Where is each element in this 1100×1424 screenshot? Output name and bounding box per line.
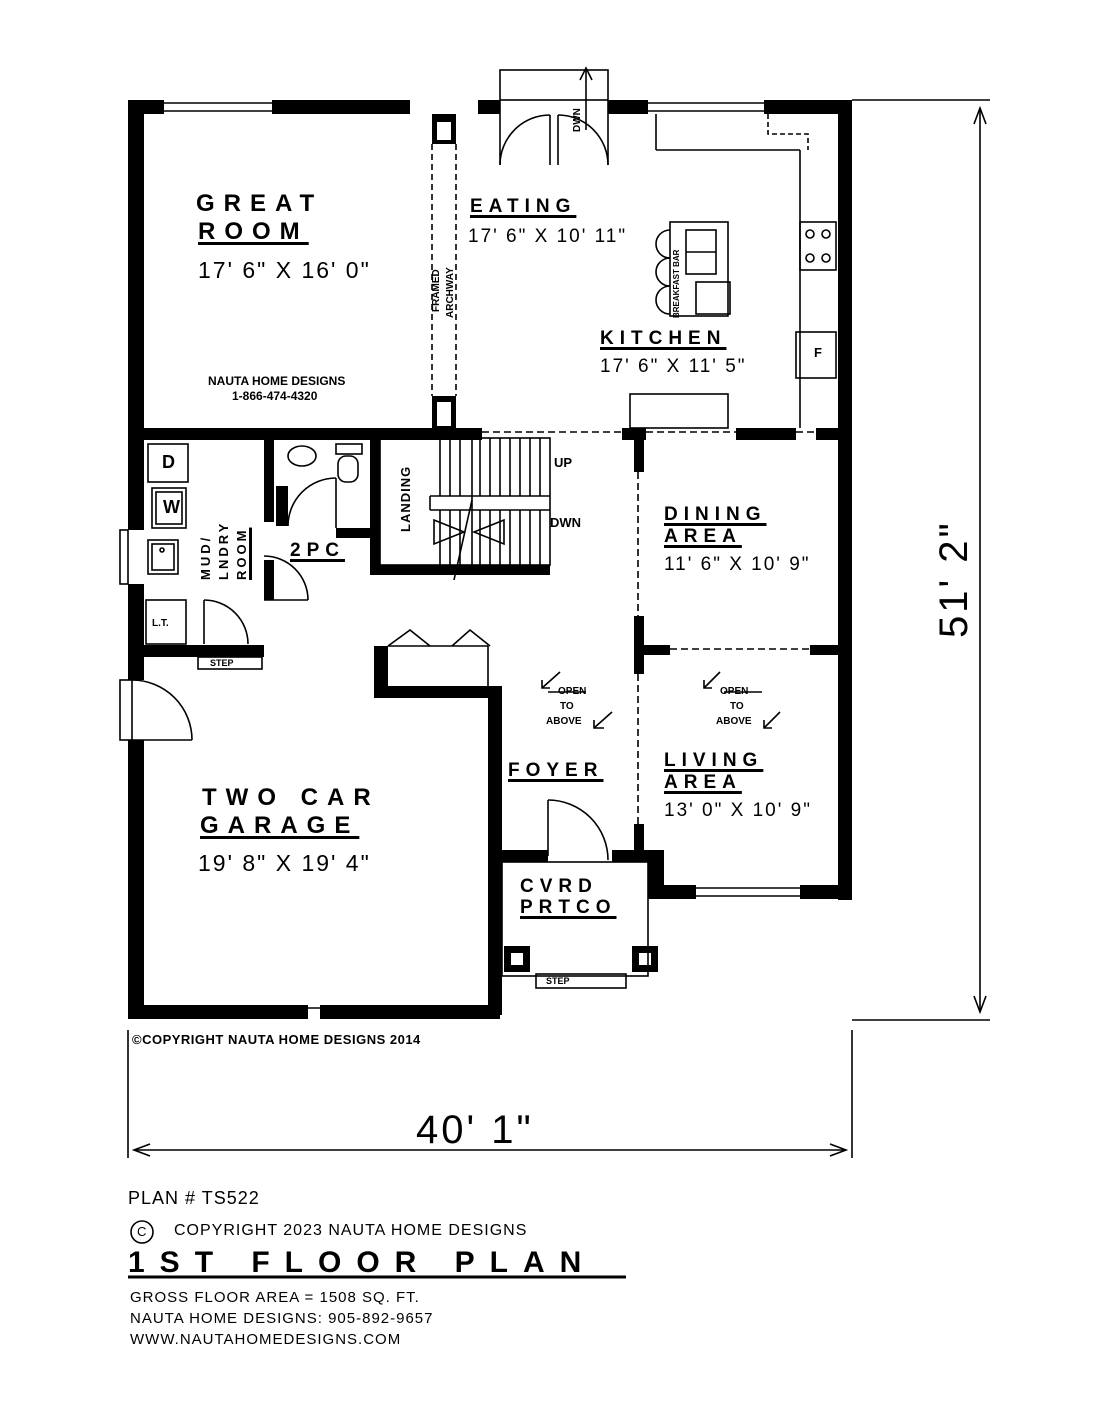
laundry-tub-label: L.T. [152, 618, 169, 629]
company-name-label: NAUTA HOME DESIGNS [208, 374, 346, 388]
open-to-above-1-line-3: ABOVE [546, 716, 582, 727]
garage-dimensions: 19' 8" X 19' 4" [198, 850, 371, 876]
foyer-label: FOYER [508, 760, 604, 781]
plan-number: PLAN # TS522 [128, 1188, 260, 1208]
gross-floor-area: GROSS FLOOR AREA = 1508 SQ. FT. [130, 1289, 420, 1306]
living-label-2: AREA [664, 772, 742, 793]
porch-label: CVRD [520, 876, 598, 897]
living-dimensions: 13' 0" X 10' 9" [664, 800, 812, 821]
fixtures [119, 66, 990, 1158]
dining-label: DINING [664, 504, 767, 525]
company-website: WWW.NAUTAHOMEDESIGNS.COM [130, 1331, 402, 1348]
kitchen-dimensions: 17' 6" X 11' 5" [600, 356, 747, 377]
width-dimension: 40' 1" [416, 1108, 534, 1152]
dryer-label: D [162, 452, 175, 472]
framed-archway-label-1: FRAMED [431, 269, 442, 312]
washer-label: W [163, 497, 180, 517]
mudroom-label-2: LNDRY [216, 520, 231, 580]
copyright-icon: C [137, 1224, 147, 1239]
open-to-above-2-line-3: ABOVE [716, 716, 752, 727]
garage-label: TWO CAR [202, 784, 380, 811]
open-to-above-1-line-2: TO [560, 701, 574, 712]
open-to-above-1-line-1: OPEN [558, 686, 587, 697]
dining-label-2: AREA [664, 526, 742, 547]
dining-dimensions: 11' 6" X 10' 9" [664, 554, 811, 575]
stairs-down-label: DWN [550, 515, 582, 530]
breakfast-bar-label: BREAKFAST BAR [672, 249, 681, 318]
garage-label-2: GARAGE [200, 812, 360, 839]
powder-room-label: 2PC [290, 540, 345, 561]
rear-door-dwn-label: DWN [572, 108, 583, 132]
depth-dimension: 51' 2" [932, 520, 976, 638]
company-phone-label: 1-866-474-4320 [232, 389, 318, 403]
open-to-above-2-line-2: TO [730, 701, 744, 712]
porch-label-2: PRTCO [520, 897, 617, 918]
drawing-copyright: ©COPYRIGHT NAUTA HOME DESIGNS 2014 [132, 1032, 421, 1047]
mudroom-label-3: ROOM [234, 527, 249, 580]
open-to-above-2-line-1: OPEN [720, 686, 749, 697]
stairs-up-label: UP [554, 455, 573, 470]
great-room-dimensions: 17' 6" X 16' 0" [198, 257, 371, 283]
great-room-label-2: ROOM [198, 218, 309, 245]
eating-dimensions: 17' 6" X 10' 11" [468, 226, 628, 247]
kitchen-label: KITCHEN [600, 328, 727, 349]
copyright-2023: COPYRIGHT 2023 NAUTA HOME DESIGNS [174, 1222, 528, 1239]
floor-plan-title: 1ST FLOOR PLAN [128, 1246, 597, 1279]
mudroom-label: MUD/ [198, 534, 213, 580]
great-room-label: GREAT [196, 190, 324, 217]
fridge-label: F [814, 345, 822, 360]
mudroom-step-label: STEP [210, 658, 234, 668]
porch-step-label: STEP [546, 976, 570, 986]
landing-label: LANDING [398, 465, 413, 532]
company-phone: NAUTA HOME DESIGNS: 905-892-9657 [130, 1310, 434, 1327]
framed-archway-label-2: ARCHWAY [445, 267, 456, 318]
eating-label: EATING [470, 196, 577, 217]
living-label: LIVING [664, 750, 764, 771]
